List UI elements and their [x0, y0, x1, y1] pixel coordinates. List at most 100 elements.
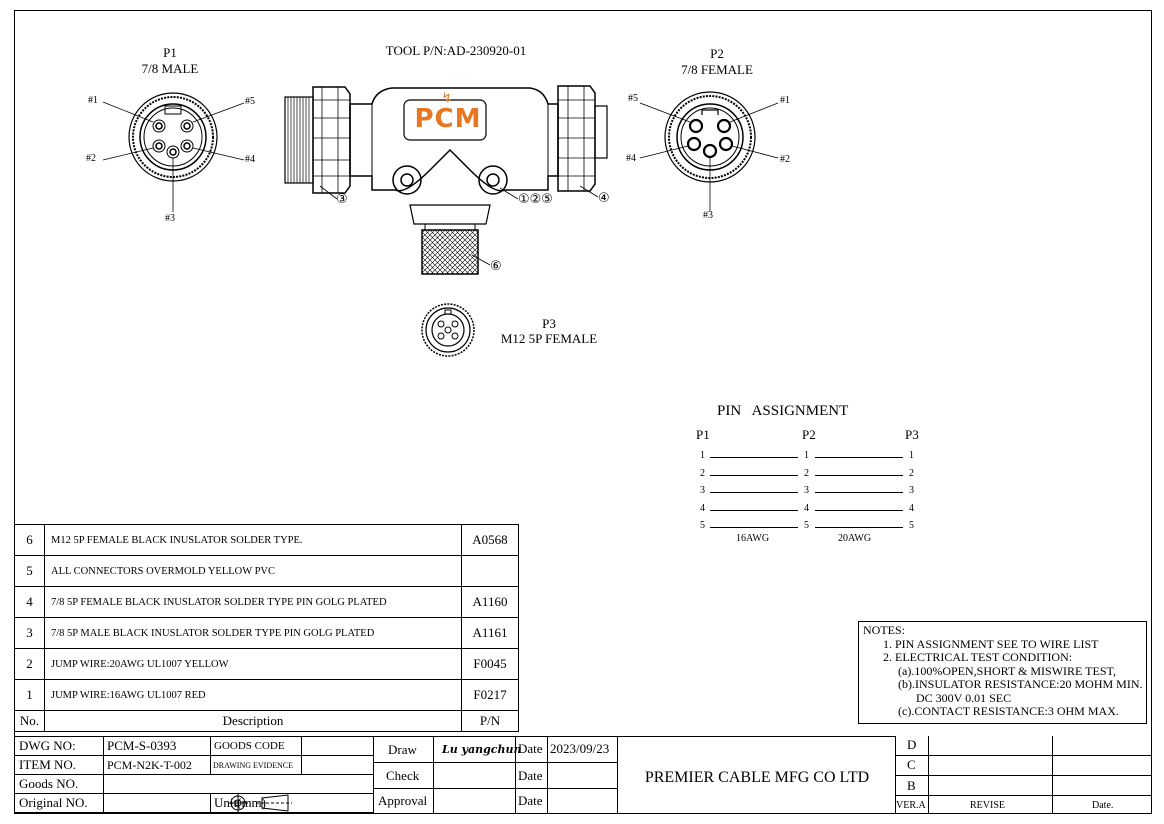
bom-cell-pn: A1161: [461, 617, 519, 649]
company-name: PREMIER CABLE MFG CO LTD: [644, 769, 870, 786]
wire-line: [710, 492, 798, 493]
wire-line: [710, 527, 798, 528]
note-line: (a).100%OPEN,SHORT & MISWIRE TEST,: [898, 663, 1116, 678]
item-no-label: ITEM NO.: [14, 755, 104, 775]
p1-type: 7/8 MALE: [141, 61, 199, 76]
note-line: 2. ELECTRICAL TEST CONDITION:: [883, 650, 1073, 664]
draw-label: Draw: [388, 742, 417, 757]
p2-pin4: #4: [626, 153, 636, 164]
note-line: 1. PIN ASSIGNMENT SEE TO WIRE LIST: [883, 636, 1099, 651]
dwg-no-label: DWG NO:: [14, 736, 104, 756]
tool-pn: TOOL P/N:AD-230920-01: [385, 43, 527, 58]
pin-number: 4: [804, 502, 809, 514]
pin-number: 4: [909, 502, 914, 514]
p1-label: P1: [163, 45, 177, 60]
wire-line: [815, 492, 903, 493]
note-line: (b).INSULATOR RESISTANCE:20 MOHM MIN.: [898, 677, 1143, 691]
item-no-value: PCM-N2K-T-002: [103, 755, 211, 775]
wire-line: [710, 457, 798, 458]
p2-pin1: #1: [780, 95, 790, 106]
role-column: [374, 736, 434, 814]
pin-number: 2: [804, 467, 809, 479]
check-label: Check: [386, 768, 420, 783]
bom-cell-pn: F0045: [461, 648, 519, 680]
drawer-signature: Lu yangchun: [442, 743, 522, 756]
pcm-logo: ↯ PCM: [410, 92, 486, 138]
bom-cell-desc: 7/8 5P FEMALE BLACK INUSLATOR SOLDER TYP…: [44, 586, 462, 618]
bom-header-row: No. Description P/N: [14, 710, 519, 732]
row-divider: [374, 762, 618, 763]
bom-cell-no: 1: [14, 679, 45, 711]
bom-cell-pn: F0217: [461, 679, 519, 711]
pa-header-p1: P1: [696, 427, 710, 442]
revision-block: D C B VER.A REVISE Date.: [896, 736, 1152, 814]
callout-6: ⑥: [490, 259, 502, 274]
callout-3: ③: [336, 192, 348, 207]
pa-header-p2: P2: [802, 427, 816, 442]
rev-row-line: [896, 795, 1152, 796]
bom-cell-desc: JUMP WIRE:20AWG UL1007 YELLOW: [44, 648, 462, 680]
signature-column: [434, 736, 516, 814]
wire-line: [815, 474, 903, 476]
date-label-draw: Date: [518, 741, 543, 756]
bom-cell-no: 6: [14, 524, 45, 556]
pin-number: 1: [804, 450, 809, 461]
p1-pin3: #3: [165, 213, 175, 224]
title-block: DWG NO: PCM-S-0393 GOODS CODE ITEM NO. P…: [14, 736, 1152, 814]
dwg-no-value: PCM-S-0393: [103, 736, 211, 756]
row-divider: [374, 788, 618, 789]
pin-number: 5: [804, 520, 809, 531]
pin-number: 3: [700, 485, 705, 496]
rev-b: B: [907, 778, 916, 793]
p1-pin2: #2: [86, 153, 96, 164]
wire-20awg: 20AWG: [838, 533, 872, 544]
wire-16awg: 16AWG: [736, 533, 770, 544]
bom-cell-desc: 7/8 5P MALE BLACK INUSLATOR SOLDER TYPE …: [44, 617, 462, 649]
pin-number: 1: [700, 450, 705, 461]
bom-cell-pn: A0568: [461, 524, 519, 556]
approval-label: Approval: [378, 793, 428, 808]
callout-1-2-5: ①②⑤: [518, 192, 553, 207]
goods-no-label: Goods NO.: [14, 774, 104, 794]
pin-number: 5: [909, 520, 914, 531]
pin-number: 2: [909, 467, 914, 479]
bom-cell-no: 3: [14, 617, 45, 649]
note-line: DC 300V 0.01 SEC: [916, 690, 1012, 705]
bom-cell-no: 2: [14, 648, 45, 680]
tee-body: [284, 85, 608, 275]
company-cell: [618, 736, 896, 814]
rev-d: D: [907, 737, 917, 752]
bom-cell-pn: A1160: [461, 586, 519, 618]
wire-line: [815, 527, 903, 528]
rev-date-label: Date.: [1092, 800, 1114, 811]
p3-type: M12 5P FEMALE: [500, 331, 598, 346]
rev-row-line: [896, 775, 1152, 776]
pin-number: 1: [909, 450, 914, 461]
draw-date: 2023/09/23: [550, 741, 610, 756]
p1-pin5: #5: [245, 96, 255, 107]
drawing-evidence-label: DRAWING EVIDENCE: [210, 755, 302, 775]
wire-line: [710, 474, 798, 476]
bom-header-pn: P/N: [461, 710, 519, 732]
p2-pin2: #2: [780, 154, 790, 165]
p2-label: P2: [710, 46, 724, 61]
wire-line: [710, 509, 798, 511]
unit-label: Unit(mm): [210, 793, 374, 813]
date-label-approval: Date: [518, 793, 543, 808]
pin-assignment-title: PIN ASSIGNMENT: [717, 403, 849, 419]
pin-number: 2: [700, 467, 705, 479]
p1-pin1: #1: [88, 95, 98, 106]
pa-header-p3: P3: [905, 427, 919, 442]
note-line: (c).CONTACT RESISTANCE:3 OHM MAX.: [898, 704, 1119, 718]
date-label-check: Date: [518, 768, 543, 783]
goods-code-label: GOODS CODE: [210, 736, 302, 756]
rev-c: C: [907, 757, 916, 772]
